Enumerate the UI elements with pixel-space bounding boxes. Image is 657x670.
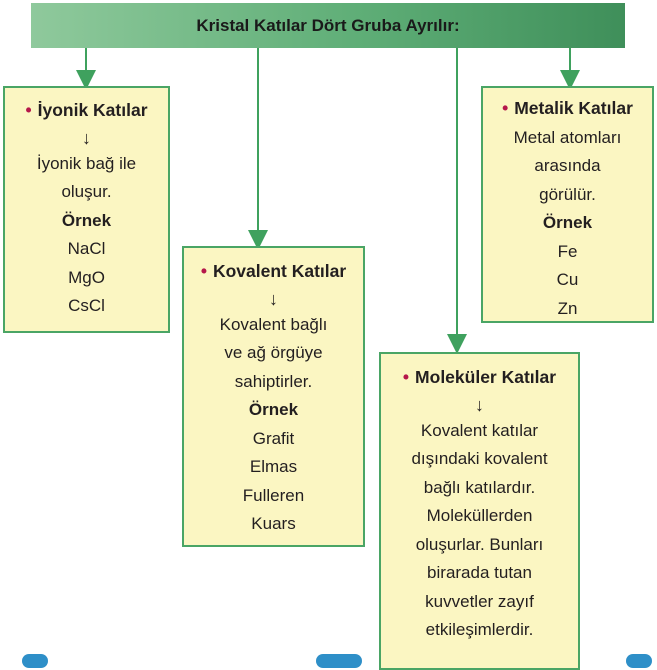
metallic-desc-1: Metal atomları: [513, 127, 622, 147]
molecular-desc-1: Kovalent katılar: [420, 420, 539, 440]
covalent-desc-3: sahiptirler.: [234, 371, 313, 391]
box-metallic: •Metalik Katılar Metal atomları arasında…: [481, 86, 654, 323]
metallic-desc-2: arasında: [534, 156, 601, 175]
bottom-tab-middle: [316, 654, 362, 668]
metallic-example-2: Cu: [556, 270, 579, 289]
molecular-desc-7: kuvvetler zayıf: [425, 591, 534, 611]
ionic-example-1: NaCl: [67, 239, 106, 258]
bullet-icon: •: [502, 98, 509, 118]
ionic-example-2: MgO: [68, 267, 105, 287]
ionic-example-label: Örnek: [61, 210, 112, 230]
ionic-example-3: CsCl: [68, 296, 105, 315]
molecular-desc-3: bağlı katılardır.: [423, 477, 536, 497]
covalent-example-label: Örnek: [248, 400, 299, 419]
covalent-example-3: Fulleren: [242, 485, 305, 505]
box-ionic: •İyonik Katılar ↓ İyonik bağ ile oluşur.…: [3, 86, 170, 333]
down-arrow-icon: ↓: [269, 288, 278, 309]
covalent-desc-2: ve ağ örgüye: [224, 343, 323, 362]
covalent-title: •Kovalent Katılar: [200, 261, 347, 281]
metallic-desc-3: görülür.: [539, 184, 596, 204]
ionic-desc-2: oluşur.: [61, 182, 112, 201]
bottom-tab-right: [626, 654, 652, 668]
down-arrow-icon: ↓: [82, 127, 91, 148]
molecular-desc-8: etkileşimlerdir.: [425, 620, 534, 639]
molecular-desc-4: Moleküllerden: [426, 506, 533, 525]
molecular-title: •Moleküler Katılar: [402, 367, 557, 387]
metallic-example-label: Örnek: [542, 213, 593, 232]
box-molecular: •Moleküler Katılar ↓ Kovalent katılar dı…: [379, 352, 580, 670]
bullet-icon: •: [402, 367, 410, 387]
bullet-icon: •: [25, 100, 32, 120]
header-title: Kristal Katılar Dört Gruba Ayrılır:: [196, 15, 460, 35]
covalent-example-4: Kuars: [251, 514, 296, 533]
molecular-desc-2: dışındaki kovalent: [411, 449, 548, 468]
covalent-desc-1: Kovalent bağlı: [219, 314, 328, 334]
covalent-example-1: Grafit: [252, 428, 295, 448]
box-covalent: •Kovalent Katılar ↓ Kovalent bağlı ve ağ…: [182, 246, 365, 547]
diagram-header: Kristal Katılar Dört Gruba Ayrılır:: [31, 3, 625, 48]
molecular-desc-6: birarada tutan: [427, 563, 532, 582]
metallic-title: •Metalik Katılar: [502, 98, 633, 118]
down-arrow-icon: ↓: [475, 394, 484, 415]
ionic-title: •İyonik Katılar: [25, 100, 148, 120]
metallic-example-1: Fe: [557, 241, 578, 261]
bottom-tab-left: [22, 654, 48, 668]
ionic-desc-1: İyonik bağ ile: [36, 153, 137, 173]
molecular-desc-5: oluşurlar. Bunları: [415, 534, 544, 554]
metallic-example-3: Zn: [557, 298, 578, 318]
bullet-icon: •: [200, 261, 207, 281]
covalent-example-2: Elmas: [249, 457, 298, 476]
